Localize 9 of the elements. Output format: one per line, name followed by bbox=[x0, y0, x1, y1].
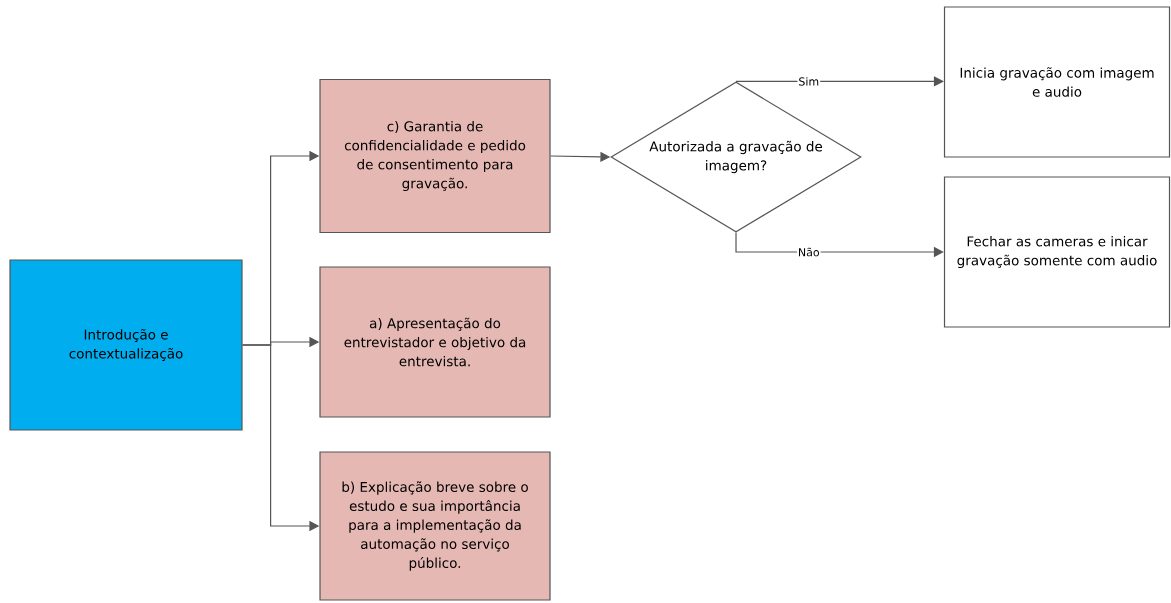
process-box: c) Garantia de confidencialidade e pedido de consentimento para gravação. bbox=[319, 78, 551, 234]
process-box: Introdução e contextualização bbox=[9, 259, 243, 431]
process-box: Fechar as cameras e inicar gravação somente com audio bbox=[943, 176, 1171, 328]
process-box: a) Apresentação do entrevistador e objetivo da entrevista. bbox=[319, 266, 551, 418]
process-box: Inicia gravação com imagem e audio bbox=[943, 6, 1171, 158]
edge-label: Não bbox=[796, 246, 821, 258]
arrow bbox=[735, 76, 944, 87]
process-box: b) Explicação breve sobre o estudo e sua importância para a implementação da automação no serviço público. bbox=[319, 451, 551, 601]
edge-label: Sim bbox=[797, 76, 821, 87]
